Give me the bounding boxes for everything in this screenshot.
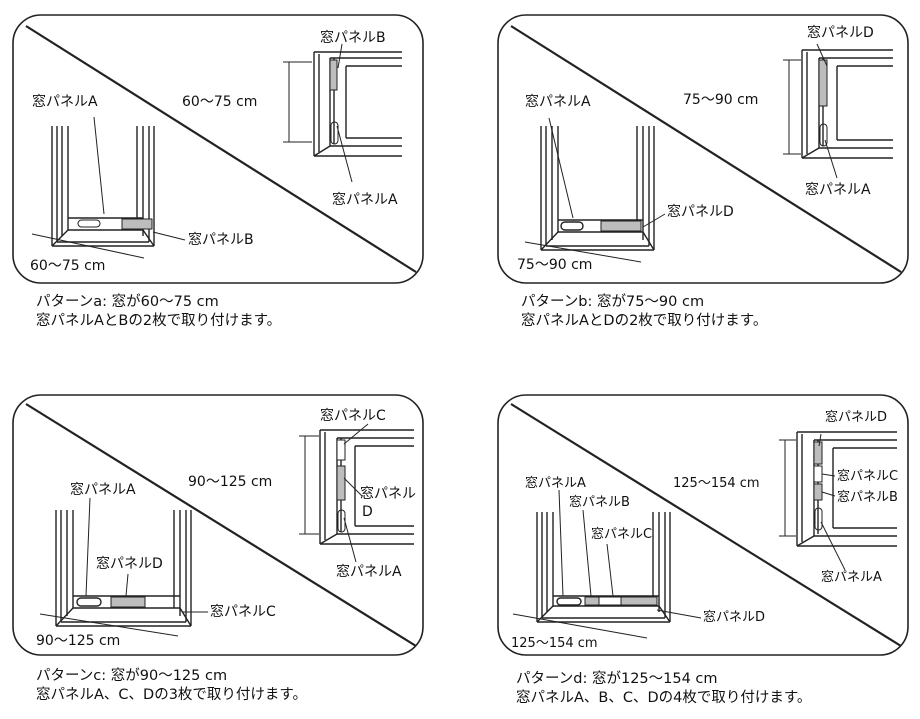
top-panel-label: 窓パネルC (320, 408, 386, 424)
bottom-panel-label: 窓パネルB (188, 232, 254, 248)
pattern-b-illustration (497, 14, 909, 284)
top-panel-label: 窓パネルB (320, 30, 386, 46)
pattern-c-illustration (12, 394, 424, 656)
mid-panel-label-1: 窓パネル (360, 486, 416, 502)
height-dimension-label: 75～90 cm (683, 92, 759, 108)
mid-panel-label-2: D (362, 504, 373, 520)
top-panel-label: 窓パネルD (825, 410, 888, 425)
right-c-panel-label: 窓パネルC (837, 469, 899, 484)
pattern-a-illustration (12, 14, 424, 284)
pattern-c-caption: パターンc: 窓が90～125 cm 窓パネルA、C、Dの3枚で取り付けます。 (36, 667, 307, 705)
pattern-a-panel: 窓パネルB 窓パネルA 60～75 cm 窓パネルA 窓パネルB 60～75 c… (12, 14, 424, 284)
right-b-panel-label: 窓パネルB (837, 490, 898, 505)
caption-line-2: 窓パネルAとDの2枚で取り付けます。 (521, 313, 768, 329)
pattern-b-caption: パターンb: 窓が75～90 cm 窓パネルAとDの2枚で取り付けます。 (521, 293, 767, 331)
pattern-a-caption: パターンa: 窓が60～75 cm 窓パネルAとBの2枚で取り付けます。 (36, 293, 281, 331)
width-dimension-label: 90～125 cm (36, 633, 121, 649)
width-dimension-label: 125～154 cm (511, 636, 598, 651)
caption-line-1: パターンc: 窓が90～125 cm (36, 668, 228, 684)
height-dimension-label: 60～75 cm (182, 94, 258, 110)
left-panel-label: 窓パネルA (70, 482, 136, 498)
caption-line-2: 窓パネルA、B、C、Dの4枚で取り付けます。 (516, 690, 812, 706)
pattern-d-caption: パターンd: 窓が125～154 cm 窓パネルA、B、C、Dの4枚で取り付けま… (516, 670, 811, 708)
left-panel-label: 窓パネルA (525, 476, 586, 491)
caption-line-1: パターンd: 窓が125～154 cm (516, 671, 718, 687)
pattern-d-illustration (497, 394, 909, 656)
height-dimension-label: 90～125 cm (188, 474, 273, 490)
pattern-c-panel: 窓パネルC 窓パネルA 90～125 cm 窓パネル D 窓パネルD 窓パネルA… (12, 394, 424, 656)
right-bottom-label: 窓パネルA (821, 570, 882, 585)
left-panel-label: 窓パネルA (32, 94, 98, 110)
caption-line-2: 窓パネルAとBの2枚で取り付けます。 (36, 313, 282, 329)
right-bottom-label: 窓パネルA (805, 182, 871, 198)
bottom-panel-label: 窓パネルC (210, 604, 276, 620)
right-bottom-label: 窓パネルA (336, 564, 402, 580)
pattern-d-panel: 窓パネルD 窓パネルA 窓パネルB 窓パネルC 125～154 cm 窓パネルC… (497, 394, 909, 656)
top-panel-label: 窓パネルD (807, 25, 874, 41)
left-mid-panel-label: 窓パネルD (96, 556, 163, 572)
caption-line-1: パターンa: 窓が60～75 cm (36, 294, 219, 310)
caption-line-2: 窓パネルA、C、Dの3枚で取り付けます。 (36, 687, 307, 703)
width-dimension-label: 75～90 cm (517, 257, 593, 273)
height-dimension-label: 125～154 cm (673, 476, 760, 491)
pattern-b-panel: 窓パネルD 窓パネルA 75～90 cm 窓パネルA 窓パネルD 75～90 c… (497, 14, 909, 284)
width-dimension-label: 60～75 cm (30, 258, 106, 274)
bottom-panel-label: 窓パネルD (703, 610, 766, 625)
left-panel-label: 窓パネルA (525, 94, 591, 110)
bottom-panel-label: 窓パネルD (667, 204, 734, 220)
left-c-panel-label: 窓パネルC (591, 527, 653, 542)
left-b-panel-label: 窓パネルB (569, 495, 630, 510)
right-bottom-label: 窓パネルA (332, 192, 398, 208)
caption-line-1: パターンb: 窓が75～90 cm (521, 294, 705, 310)
